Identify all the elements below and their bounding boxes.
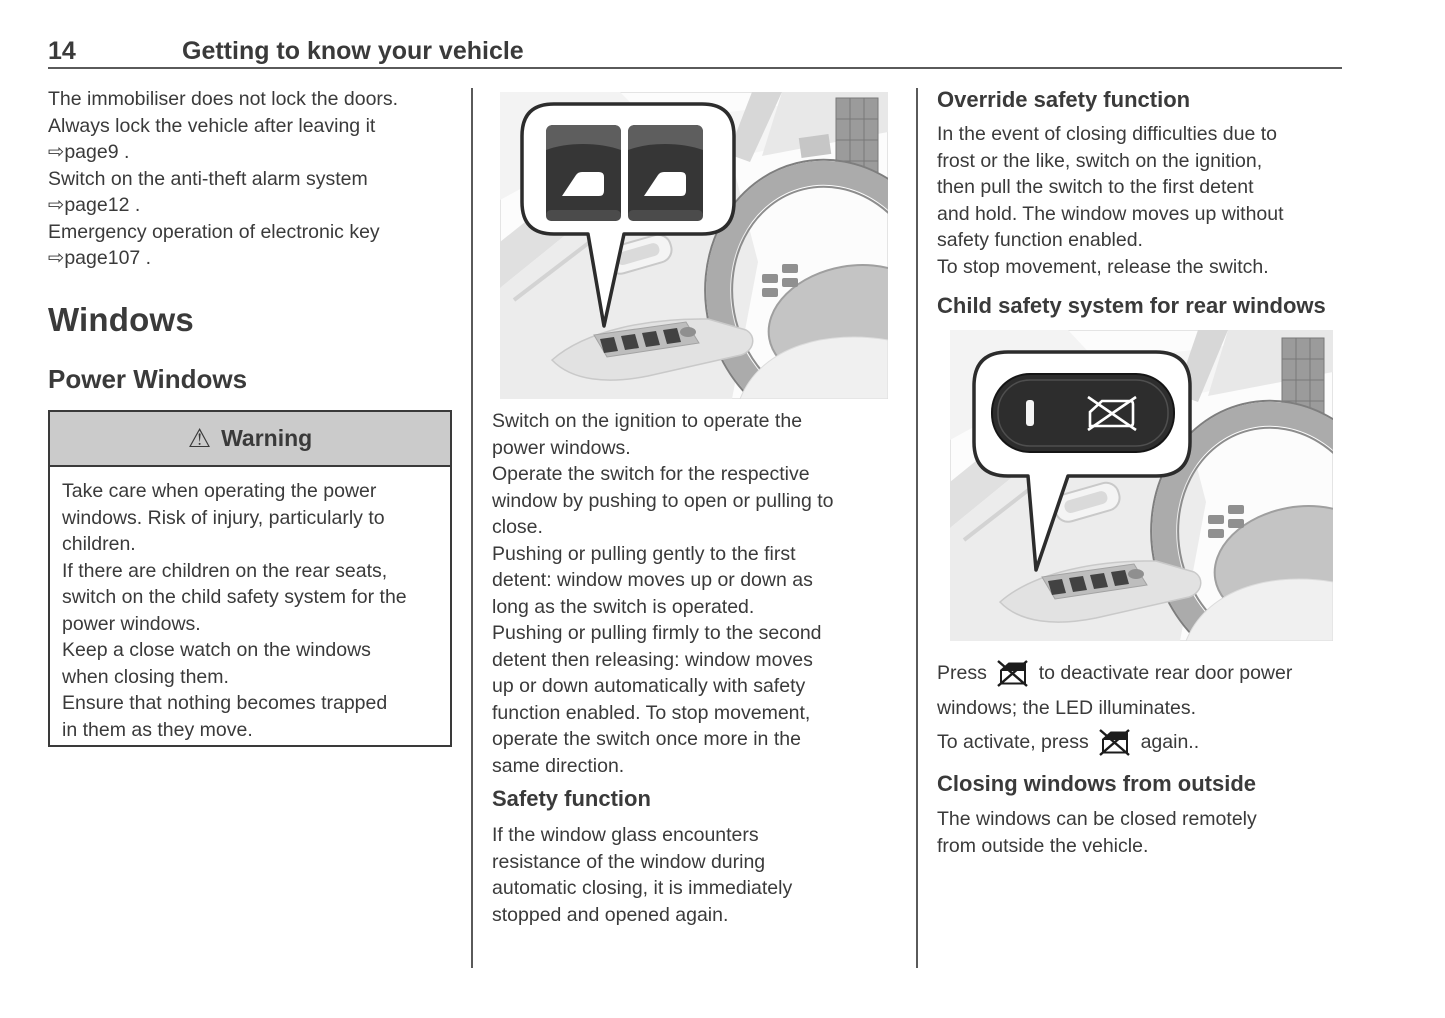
closing-windows-paragraph: The windows can be closed remotely from … <box>937 808 1257 857</box>
warning-triangle-icon: ⚠ <box>187 422 212 453</box>
warning-title: Warning <box>221 425 313 451</box>
column-separator-1 <box>471 88 473 968</box>
door-handle <box>1053 481 1121 523</box>
door-switch-bank <box>1041 563 1148 600</box>
header-rule <box>48 67 1342 69</box>
activate-text-before: To activate, press <box>937 731 1089 753</box>
child-safety-heading: Child safety system for rear windows <box>937 293 1326 318</box>
warning-body-text: Take care when operating the power windo… <box>62 480 407 741</box>
warning-box: ⚠ Warning Take care when operating the p… <box>48 410 452 747</box>
child-safety-button <box>991 373 1175 453</box>
safety-function-paragraph: If the window glass encounters resistanc… <box>492 824 793 926</box>
window-switch-rear <box>628 125 703 221</box>
led-indicator <box>1026 400 1034 426</box>
override-safety-heading: Override safety function <box>937 87 1191 112</box>
window-switch-front <box>546 125 621 221</box>
warning-box-header: ⚠ Warning <box>50 412 450 467</box>
window-icon <box>562 172 604 196</box>
door-switch-bank <box>593 321 700 358</box>
safety-function-heading: Safety function <box>492 786 651 811</box>
power-window-switch-illustration <box>500 92 888 399</box>
press-text-after: to deactivate rear door power windows; t… <box>937 662 1293 719</box>
closing-windows-heading: Closing windows from outside <box>937 771 1256 796</box>
immobiliser-paragraph: The immobiliser does not lock the doors.… <box>48 88 399 269</box>
press-activate-line: To activate, press again.. <box>937 729 1199 764</box>
chapter-title: Getting to know your vehicle <box>182 37 524 65</box>
car-interior-scene <box>950 330 1333 641</box>
child-safety-button-illustration <box>950 330 1333 641</box>
activate-text-after: again.. <box>1140 731 1200 753</box>
car-interior-scene <box>500 92 888 399</box>
press-text-before: Press <box>937 662 987 684</box>
override-safety-paragraph: In the event of closing difficulties due… <box>937 123 1284 278</box>
rear-window-disable-icon <box>1087 395 1137 432</box>
page-number: 14 <box>48 37 76 65</box>
windows-heading: Windows <box>48 301 194 338</box>
rear-window-disable-icon <box>997 660 1029 695</box>
power-window-operation-paragraph: Switch on the ignition to operate the po… <box>492 410 834 777</box>
rear-window-disable-icon <box>1099 729 1130 764</box>
window-icon <box>644 172 686 196</box>
power-windows-heading: Power Windows <box>48 364 248 394</box>
press-deactivate-line: Press to deactivate rear door power wind… <box>937 660 1292 722</box>
column-separator-2 <box>916 88 918 968</box>
